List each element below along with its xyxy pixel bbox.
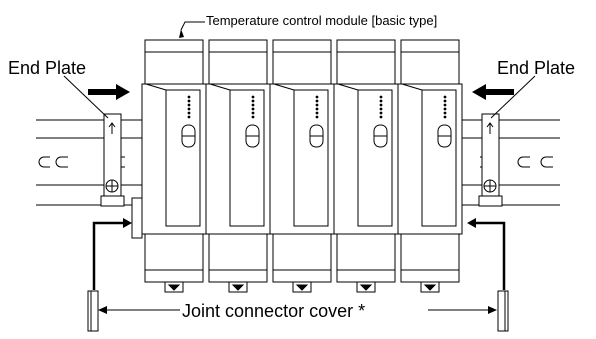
leader-arrow-bottom-right [488,306,497,314]
label-joint-connector-cover: Joint connector cover * [182,301,365,321]
module-2 [205,39,271,293]
end-plate-right [478,113,503,207]
cover-arrow-right [474,221,506,290]
label-temperature-control-module: Temperature control module [basic type] [206,13,437,28]
joint-connector-cover-right [497,290,509,332]
module-3 [269,39,335,293]
side-connector [131,197,143,239]
end-plate-left [100,113,125,207]
label-end-plate-left: End Plate [8,58,86,78]
leader-arrow-bottom-left [98,306,107,314]
cover-arrow-right-head [467,218,476,228]
leader-lines [63,21,536,311]
cover-arrow-left-head [123,218,132,228]
label-end-plate-right: End Plate [497,58,575,78]
module-1 [141,39,207,293]
leader-arrow-top [179,29,184,38]
module-5 [397,39,463,293]
cover-arrow-left [92,221,125,290]
joint-connector-cover-left [87,290,99,332]
push-arrow-left [472,84,514,100]
module-4 [333,39,399,293]
push-arrow-right [88,84,130,100]
temperature-control-modules [131,39,463,293]
